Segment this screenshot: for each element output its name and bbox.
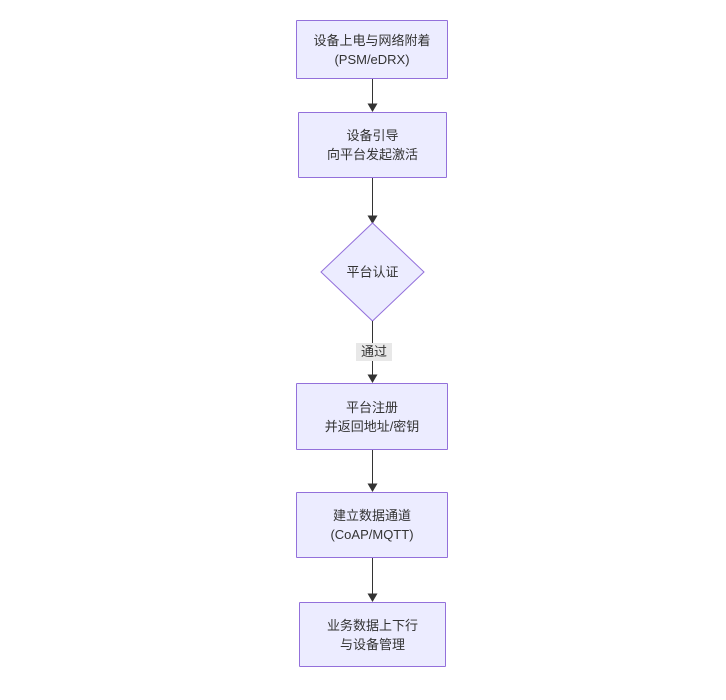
node-bootstrap: 设备引导 向平台发起激活 xyxy=(298,112,447,178)
node-business-data: 业务数据上下行 与设备管理 xyxy=(299,602,446,667)
node-power-on: 设备上电与网络附着 (PSM/eDRX) xyxy=(296,20,448,79)
node-platform-register: 平台注册 并返回地址/密钥 xyxy=(296,383,448,450)
node-label-line: 并返回地址/密钥 xyxy=(324,418,420,434)
node-label-line: (PSM/eDRX) xyxy=(334,51,410,67)
node-label-line: 建立数据通道 xyxy=(332,508,411,523)
node-label-line: 向平台发起激活 xyxy=(326,147,418,162)
node-label-line: 设备上电与网络附着 xyxy=(313,32,431,48)
node-label-line: 设备引导 xyxy=(346,128,399,143)
node-label-line: (CoAP/MQTT) xyxy=(330,527,414,542)
node-label-line: 业务数据上下行 xyxy=(326,617,418,633)
edge-label-pass: 通过 xyxy=(355,343,393,361)
arrowhead-icon xyxy=(367,374,378,383)
node-label-line: 与设备管理 xyxy=(339,636,405,652)
arrowhead-icon xyxy=(367,593,378,602)
arrowhead-icon xyxy=(367,215,378,224)
arrowhead-icon xyxy=(367,483,378,492)
node-data-channel: 建立数据通道 (CoAP/MQTT) xyxy=(296,492,448,558)
node-label-line: 平台注册 xyxy=(345,399,398,415)
arrowhead-icon xyxy=(367,103,378,112)
node-platform-auth-label: 平台认证 xyxy=(346,264,399,280)
